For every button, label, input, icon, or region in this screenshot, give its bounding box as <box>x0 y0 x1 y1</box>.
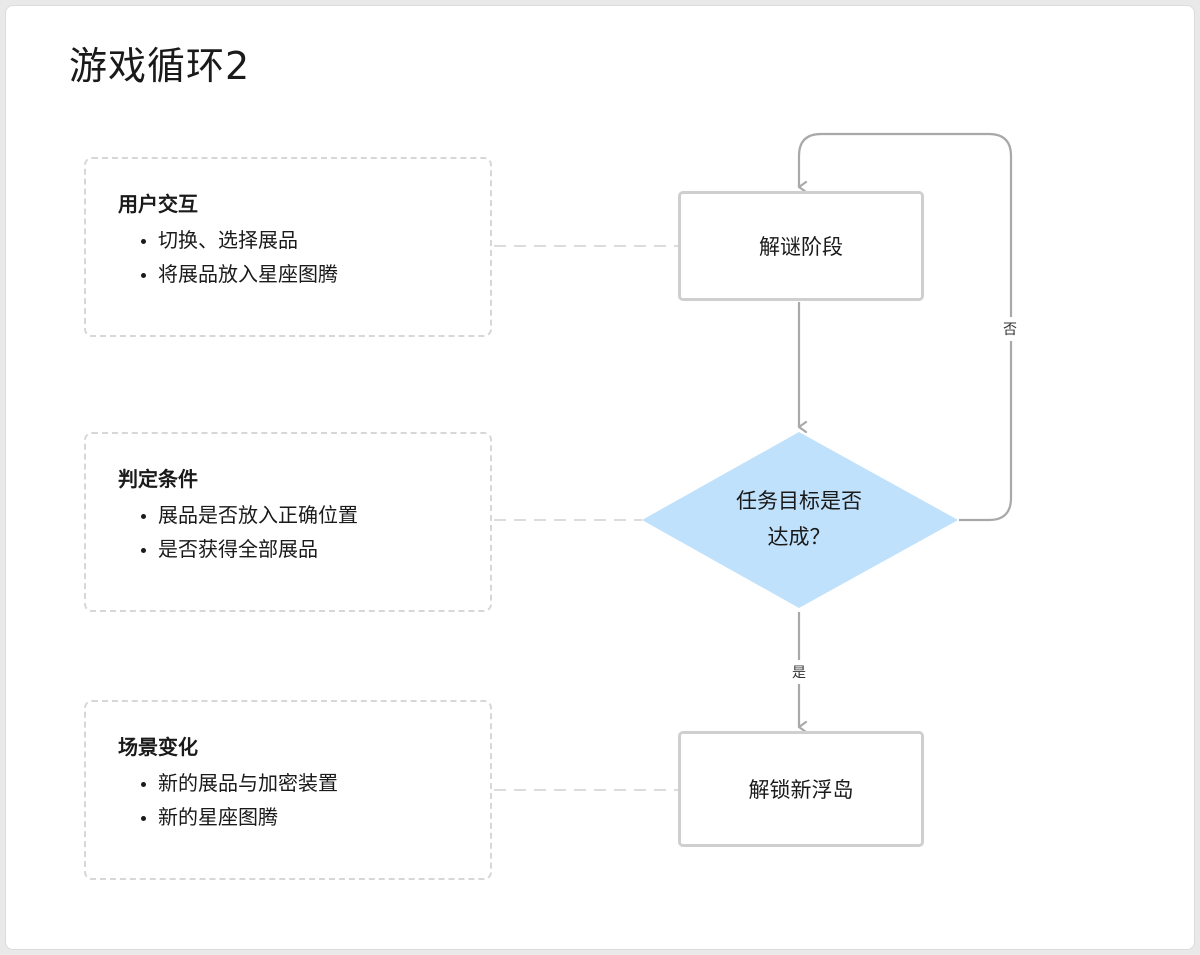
edge-label-no: 否 <box>1003 317 1017 341</box>
note-user-interaction: 用户交互 切换、选择展品 将展品放入星座图腾 <box>84 157 492 337</box>
list-item: 展品是否放入正确位置 <box>158 498 490 532</box>
arrow-no-loop <box>797 132 1013 522</box>
decision-label: 任务目标是否 达成？ <box>666 483 932 555</box>
note-judgement-condition: 判定条件 展品是否放入正确位置 是否获得全部展品 <box>84 432 492 612</box>
note-heading: 判定条件 <box>118 467 198 491</box>
step-unlock-island: 解锁新浮岛 <box>678 731 924 847</box>
decision-diamond <box>642 432 958 608</box>
list-item: 是否获得全部展品 <box>158 532 490 566</box>
list-item: 切换、选择展品 <box>158 223 490 257</box>
edge-label-yes: 是 <box>792 660 806 684</box>
step-puzzle-phase: 解谜阶段 <box>678 191 924 301</box>
list-item: 新的展品与加密装置 <box>158 766 490 800</box>
diagram-canvas: 游戏循环2 用户交互 切换、选择展品 将展品放入星座图腾 判定条件 展品是否放入… <box>5 5 1195 950</box>
list-item: 新的星座图腾 <box>158 800 490 834</box>
list-item: 将展品放入星座图腾 <box>158 257 490 291</box>
note-heading: 用户交互 <box>118 192 198 216</box>
note-heading: 场景变化 <box>118 735 198 759</box>
note-list: 新的展品与加密装置 新的星座图腾 <box>118 766 490 834</box>
diagram-title: 游戏循环2 <box>69 44 251 88</box>
decision-label-line: 任务目标是否 <box>736 489 862 513</box>
decision-label-line: 达成？ <box>767 525 831 549</box>
note-list: 切换、选择展品 将展品放入星座图腾 <box>118 223 490 291</box>
note-scene-change: 场景变化 新的展品与加密装置 新的星座图腾 <box>84 700 492 880</box>
connector-layer <box>494 132 1013 791</box>
note-list: 展品是否放入正确位置 是否获得全部展品 <box>118 498 490 566</box>
